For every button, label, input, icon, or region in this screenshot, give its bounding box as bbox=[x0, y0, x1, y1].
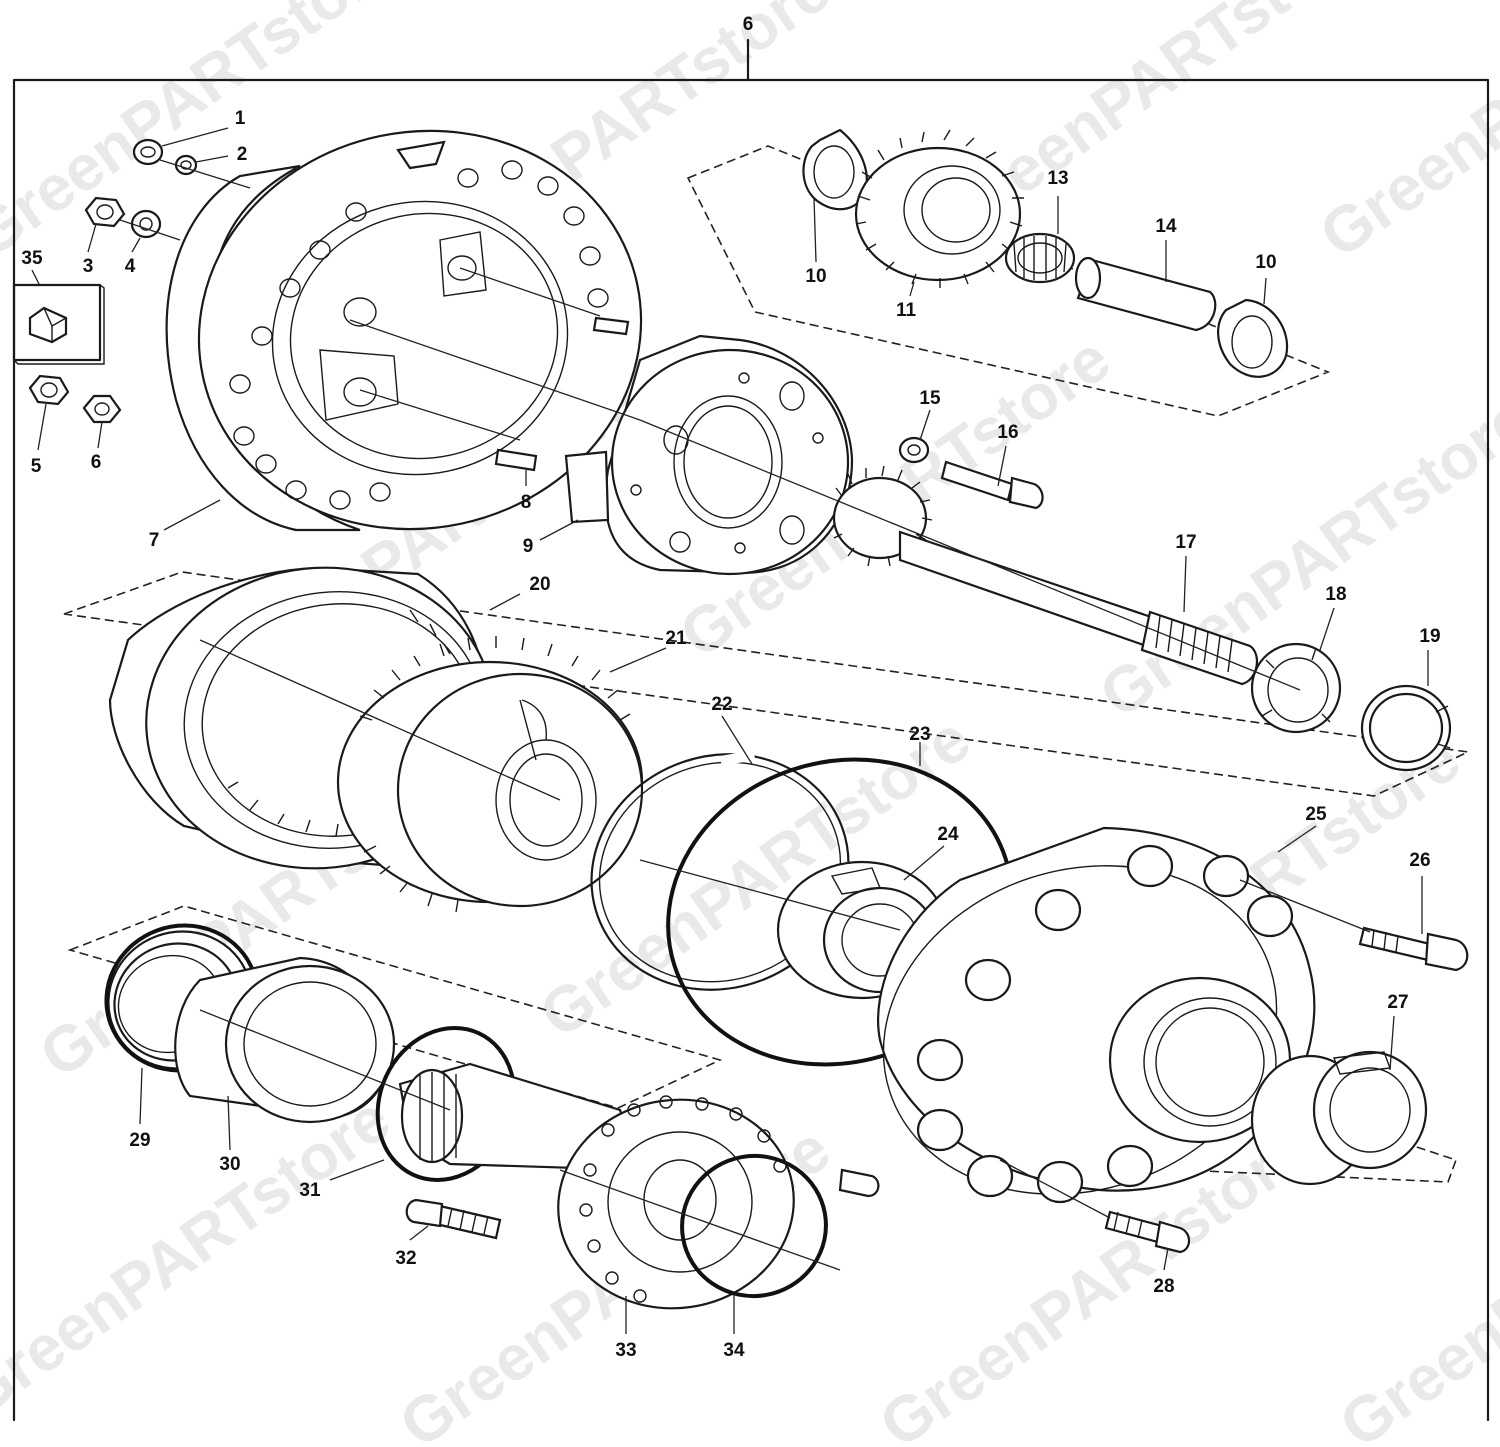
part-4-washer bbox=[130, 209, 162, 239]
callout-35: 35 bbox=[21, 248, 43, 269]
callout-1: 1 bbox=[235, 108, 246, 129]
part-17-sun-shaft bbox=[832, 465, 1259, 686]
part-34-o-ring bbox=[680, 1153, 828, 1299]
callout-leaders bbox=[31, 127, 1429, 1334]
part-1-cap bbox=[132, 138, 164, 166]
part-7-spindles bbox=[319, 231, 487, 421]
callout-16: 16 bbox=[997, 422, 1018, 443]
assembly-bracket: 6 bbox=[12, 14, 1490, 1422]
callout-8: 8 bbox=[521, 492, 532, 513]
callout-32: 32 bbox=[395, 1248, 416, 1269]
group-outlines bbox=[63, 145, 1471, 1183]
part-26-wheel-stud bbox=[1358, 926, 1469, 972]
callout-23: 23 bbox=[909, 724, 930, 745]
part-19-snap-ring bbox=[1360, 684, 1452, 772]
watermark: GreenPARTstore bbox=[1307, 0, 1500, 271]
part-21-ring-gear-hub bbox=[336, 636, 644, 913]
callout-6: 6 bbox=[91, 452, 102, 473]
part-30-bearing-cup bbox=[174, 956, 396, 1124]
part-10-thrust-washer bbox=[802, 128, 868, 211]
part-9-carrier bbox=[564, 334, 854, 576]
part-13-needle-bearing bbox=[1004, 232, 1076, 284]
part-10-thrust-washer-right bbox=[1217, 298, 1289, 378]
part-11-planet-gear bbox=[854, 129, 1024, 288]
part-35-nut bbox=[28, 306, 68, 344]
callout-25: 25 bbox=[1305, 804, 1327, 825]
part-7-hub-housing bbox=[165, 129, 643, 532]
callout-labels: 1 2 3 4 5 6 7 8 9 10 10 11 13 14 15 16 1… bbox=[21, 108, 1440, 1361]
callout-17: 17 bbox=[1175, 532, 1196, 553]
callout-3: 3 bbox=[83, 256, 94, 277]
part-15-washer bbox=[898, 436, 930, 464]
assembly-label: 6 bbox=[743, 14, 754, 35]
callout-33: 33 bbox=[615, 1340, 636, 1361]
part-22-retaining-ring bbox=[590, 750, 850, 991]
callout-27: 27 bbox=[1387, 992, 1408, 1013]
callout-11: 11 bbox=[896, 300, 917, 321]
callout-5: 5 bbox=[31, 456, 42, 477]
callout-21: 21 bbox=[665, 628, 687, 649]
callout-4: 4 bbox=[125, 256, 136, 277]
part-28-bolt bbox=[1104, 1210, 1191, 1254]
callout-14: 14 bbox=[1155, 216, 1177, 237]
part-25-bolt-holes bbox=[916, 844, 1294, 1204]
part-16-bolt bbox=[940, 460, 1044, 510]
callout-34: 34 bbox=[723, 1340, 745, 1361]
callout-31: 31 bbox=[299, 1180, 321, 1201]
part-8-pins bbox=[494, 316, 630, 472]
callout-18: 18 bbox=[1325, 584, 1346, 605]
part-32-bolt bbox=[405, 1198, 502, 1240]
callout-29: 29 bbox=[129, 1130, 150, 1151]
part-33-output-flange bbox=[398, 1062, 795, 1310]
part-27-bearing bbox=[1250, 1050, 1428, 1186]
part-14-pin bbox=[1074, 256, 1217, 332]
callout-15: 15 bbox=[919, 388, 941, 409]
part-25-wheel-hub bbox=[877, 826, 1316, 1204]
callout-20: 20 bbox=[529, 574, 550, 595]
callout-10-left: 10 bbox=[805, 266, 826, 287]
callout-19: 19 bbox=[1419, 626, 1440, 647]
part-6-cap-nut bbox=[82, 394, 122, 424]
callout-13: 13 bbox=[1047, 168, 1068, 189]
part-35-box bbox=[12, 283, 105, 365]
callout-9: 9 bbox=[523, 536, 534, 557]
part-2-washer bbox=[174, 154, 198, 176]
part-5-nut bbox=[28, 374, 70, 406]
callout-30: 30 bbox=[219, 1154, 240, 1175]
callout-24: 24 bbox=[937, 824, 959, 845]
watermark: GreenPARTstore bbox=[0, 1082, 403, 1431]
dowel-pin bbox=[838, 1168, 880, 1198]
callout-28: 28 bbox=[1153, 1276, 1174, 1297]
axis-lines bbox=[119, 159, 1371, 1271]
callout-2: 2 bbox=[237, 144, 248, 165]
callout-10-right: 10 bbox=[1255, 252, 1276, 273]
part-7-bolt-holes bbox=[229, 160, 609, 510]
part-33-holes bbox=[579, 1095, 787, 1303]
callout-26: 26 bbox=[1409, 850, 1430, 871]
callout-22: 22 bbox=[711, 694, 732, 715]
part-3-nut bbox=[84, 196, 126, 228]
callout-7: 7 bbox=[149, 530, 160, 551]
